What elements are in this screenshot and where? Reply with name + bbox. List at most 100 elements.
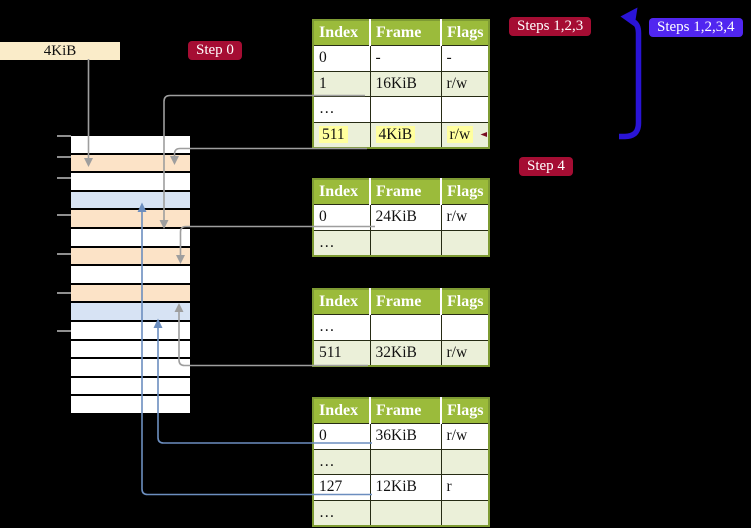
table-cell xyxy=(369,314,442,341)
table-cell: 12KiB xyxy=(369,474,442,501)
physical-page-row-blue xyxy=(71,191,190,209)
table-cell: - xyxy=(440,45,490,72)
table-cell: - xyxy=(369,45,442,72)
physical-page-row-white xyxy=(71,266,190,283)
table-cell xyxy=(440,229,490,257)
column-header-index: Index xyxy=(313,20,371,46)
highlighted-value: r/w xyxy=(446,125,474,143)
table-cell: 511 xyxy=(312,121,371,149)
column-header-frame: Frame xyxy=(370,179,442,205)
table-cell: … xyxy=(312,314,371,341)
table-cell: … xyxy=(312,448,371,475)
page-size-label-box: 4KiB xyxy=(0,42,120,60)
stack-tick-mark xyxy=(57,135,71,137)
physical-page-row-white xyxy=(71,321,190,339)
table-cell: 32KiB xyxy=(369,339,442,367)
table-row: 0-- xyxy=(312,45,490,72)
table-cell: 0 xyxy=(312,423,371,450)
physical-page-row-white xyxy=(71,340,190,358)
physical-page-row-peach xyxy=(71,210,190,227)
column-header-flags: Flags xyxy=(441,289,490,315)
physical-page-row-peach xyxy=(71,284,190,302)
steps-loop-arrow xyxy=(619,7,642,140)
connector-table1-index511-to-page xyxy=(170,147,367,165)
column-header-flags: Flags xyxy=(441,20,490,46)
table-row: … xyxy=(312,448,490,475)
physical-page-row-peach xyxy=(71,154,190,172)
table-cell: r xyxy=(440,474,490,501)
table-cell: 4KiB xyxy=(369,121,442,149)
table-cell: 24KiB xyxy=(369,204,442,231)
column-header-frame: Frame xyxy=(370,398,442,424)
stack-tick-mark xyxy=(57,253,71,255)
stack-tick-mark xyxy=(57,214,71,216)
physical-page-row-peach xyxy=(71,247,190,265)
physical-page-row-white xyxy=(71,396,190,413)
table-cell xyxy=(440,96,490,123)
table-cell: 127 xyxy=(312,474,371,501)
table-cell: … xyxy=(312,499,371,527)
table-cell: 1 xyxy=(312,70,371,97)
table-row: … xyxy=(312,314,490,341)
stack-tick-mark xyxy=(57,292,71,294)
table-row: … xyxy=(312,499,490,527)
step-0-badge: Step 0 xyxy=(188,41,242,60)
table-row: 511 4KiB r/w xyxy=(312,121,490,149)
table-row: … xyxy=(312,229,490,257)
table-cell xyxy=(440,314,490,341)
table-cell: 511 xyxy=(312,339,371,367)
table-cell xyxy=(369,448,442,475)
stack-tick-mark xyxy=(57,330,71,332)
table-cell: r/w xyxy=(440,204,490,231)
stack-tick-mark xyxy=(57,156,71,158)
table-cell xyxy=(440,499,490,527)
steps-123-badge: Steps 1,2,3 xyxy=(509,17,592,36)
physical-page-row-white xyxy=(71,136,190,153)
table-row: … xyxy=(312,96,490,123)
column-header-frame: Frame xyxy=(370,20,442,46)
table-cell: r/w xyxy=(440,423,490,450)
column-header-index: Index xyxy=(313,179,371,205)
physical-page-row-white xyxy=(71,377,190,395)
table-cell: 0 xyxy=(312,204,371,231)
physical-page-row-white xyxy=(71,359,190,376)
highlighted-value: 4KiB xyxy=(375,125,416,143)
table-cell: r/w xyxy=(440,121,490,149)
column-header-flags: Flags xyxy=(441,179,490,205)
column-header-index: Index xyxy=(313,398,371,424)
table-cell: r/w xyxy=(440,339,490,367)
table-cell: 0 xyxy=(312,45,371,72)
table-cell xyxy=(369,96,442,123)
table-cell: 16KiB xyxy=(369,70,442,97)
stack-tick-mark xyxy=(57,177,71,179)
column-header-frame: Frame xyxy=(370,289,442,315)
highlighted-value: 511 xyxy=(319,125,348,143)
table-cell: r/w xyxy=(440,70,490,97)
physical-page-row-white xyxy=(71,173,190,190)
table-cell xyxy=(440,448,490,475)
column-header-flags: Flags xyxy=(441,398,490,424)
table-cell: 36KiB xyxy=(369,423,442,450)
physical-page-row-white xyxy=(71,228,190,246)
table-cell: … xyxy=(312,229,371,257)
column-header-index: Index xyxy=(313,289,371,315)
memory-stack xyxy=(71,136,190,415)
step-4-badge: Step 4 xyxy=(519,157,573,176)
steps-1234-badge: Steps 1,2,3,4 xyxy=(649,18,743,37)
table-cell xyxy=(369,229,442,257)
table-cell xyxy=(369,499,442,527)
